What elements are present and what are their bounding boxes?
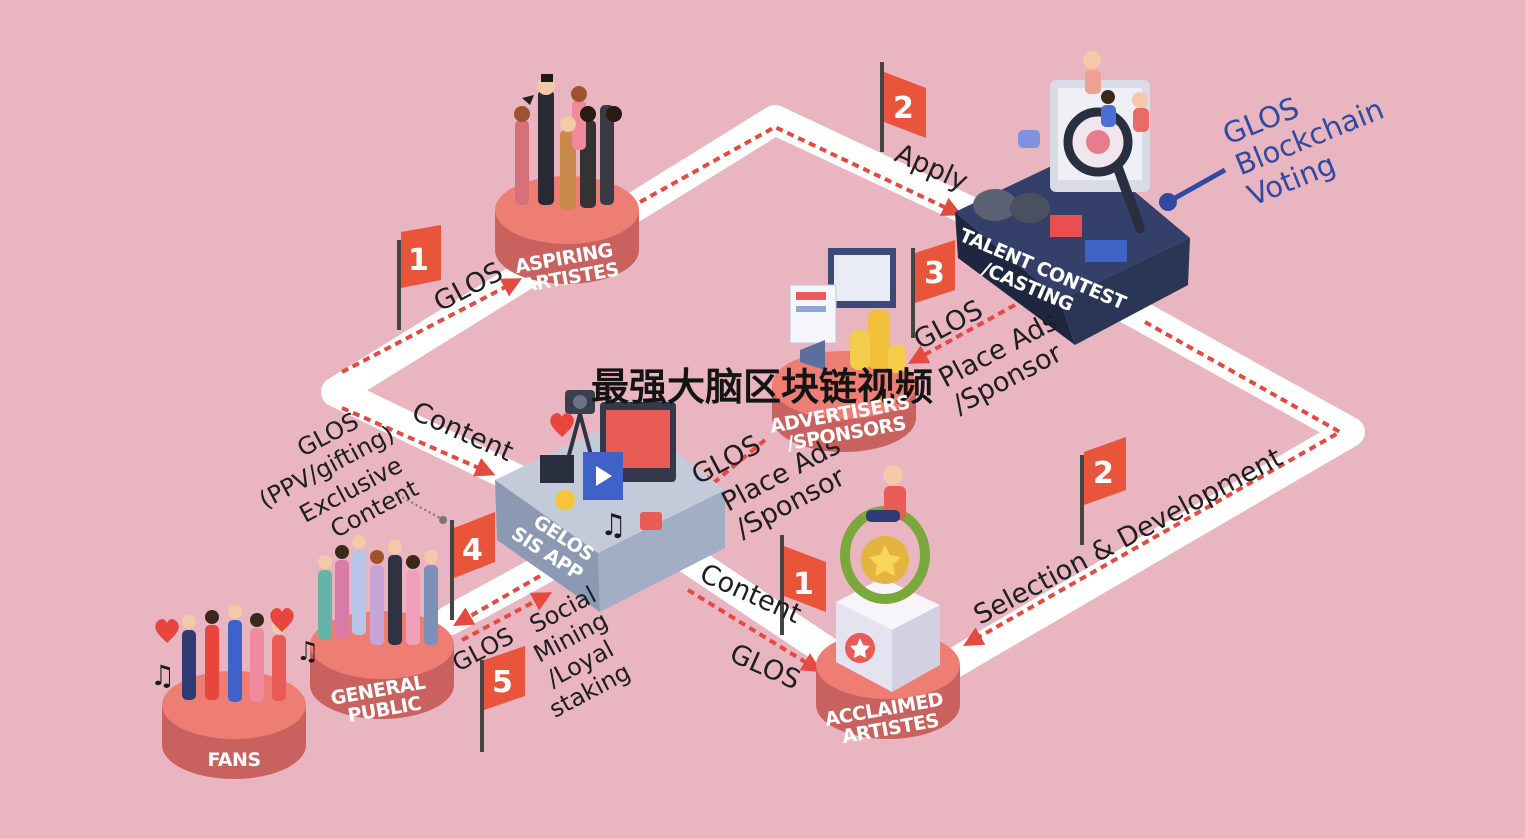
voting-callout: GLOS Blockchain Voting xyxy=(1159,58,1410,213)
talent-props xyxy=(973,51,1150,262)
flag-bottom-5-number: 5 xyxy=(492,665,513,700)
flag-mid-3: 3 xyxy=(911,240,955,338)
flag-top-1-number: 1 xyxy=(408,243,429,278)
platform-aspiring-artistes[interactable]: ASPIRING ARTISTES xyxy=(495,74,639,298)
platform-talent-contest[interactable]: TALENT CONTEST /CASTING xyxy=(947,51,1190,345)
gelos-props: ♫ xyxy=(540,390,676,543)
flag-mid-3-number: 3 xyxy=(924,256,945,291)
fans-figures: ♫ ♫ xyxy=(150,605,319,702)
flag-top-1: 1 xyxy=(397,225,441,330)
flow-arrows xyxy=(341,124,1345,673)
label-glos-low: GLOS xyxy=(725,638,805,696)
platform-general-public[interactable]: GENERAL PUBLIC xyxy=(310,535,454,729)
advertiser-props xyxy=(789,248,906,373)
flag-right-2: 2 xyxy=(1080,437,1126,545)
puzzle-icon xyxy=(1050,215,1127,262)
flag-top-2: 2 xyxy=(880,62,926,152)
music-note-icon: ♫ xyxy=(600,508,627,543)
svg-text:ACCLAIMED ARTISTES: ACCLAIMED ARTISTES xyxy=(823,687,954,750)
trophy-icon xyxy=(836,465,940,692)
overlay-title: 最强大脑区块链视频 xyxy=(591,365,933,409)
flag-lower-1-number: 1 xyxy=(793,567,814,602)
platform-acclaimed-artistes[interactable]: ACCLAIMED ARTISTES xyxy=(816,465,960,751)
flag-top-2-number: 2 xyxy=(893,91,914,126)
crowd-figures xyxy=(318,535,438,645)
flag-left-4: 4 xyxy=(450,512,495,620)
heart-icon xyxy=(155,608,294,643)
heart-icon xyxy=(550,413,574,437)
flag-lower-1: 1 xyxy=(780,535,826,635)
svg-text:♫: ♫ xyxy=(296,637,319,667)
label-selection-development: Selection & Development xyxy=(969,442,1288,631)
binoculars-icon xyxy=(973,189,1050,223)
flag-right-2-number: 2 xyxy=(1093,456,1114,491)
magnifier-icon xyxy=(1063,107,1145,233)
coins-icon xyxy=(850,310,906,373)
svg-text:GLOS Blockchain Vo: GLOS Blockchain Voting xyxy=(1218,58,1410,213)
platform-advertisers[interactable] xyxy=(772,248,916,452)
svg-text:Social Mining /Loyal: Social Mining /Loyal staking xyxy=(505,577,647,723)
flag-bottom-5: 5 xyxy=(480,646,525,752)
svg-text:♫: ♫ xyxy=(150,659,175,692)
platform-fans[interactable]: ♫ ♫ FANS xyxy=(150,605,319,779)
svg-text:♫: ♫ xyxy=(600,508,627,543)
flag-left-4-number: 4 xyxy=(462,533,483,568)
exclusive-connector-dot xyxy=(439,516,447,524)
music-note-icon: ♫ ♫ xyxy=(150,637,319,692)
artist-group-figures xyxy=(514,74,622,210)
platform-fans-label: FANS xyxy=(207,749,260,771)
platform-gelos-app[interactable]: ♫ GELOS SIS APP xyxy=(495,390,725,612)
megaphone-icon xyxy=(800,340,825,370)
